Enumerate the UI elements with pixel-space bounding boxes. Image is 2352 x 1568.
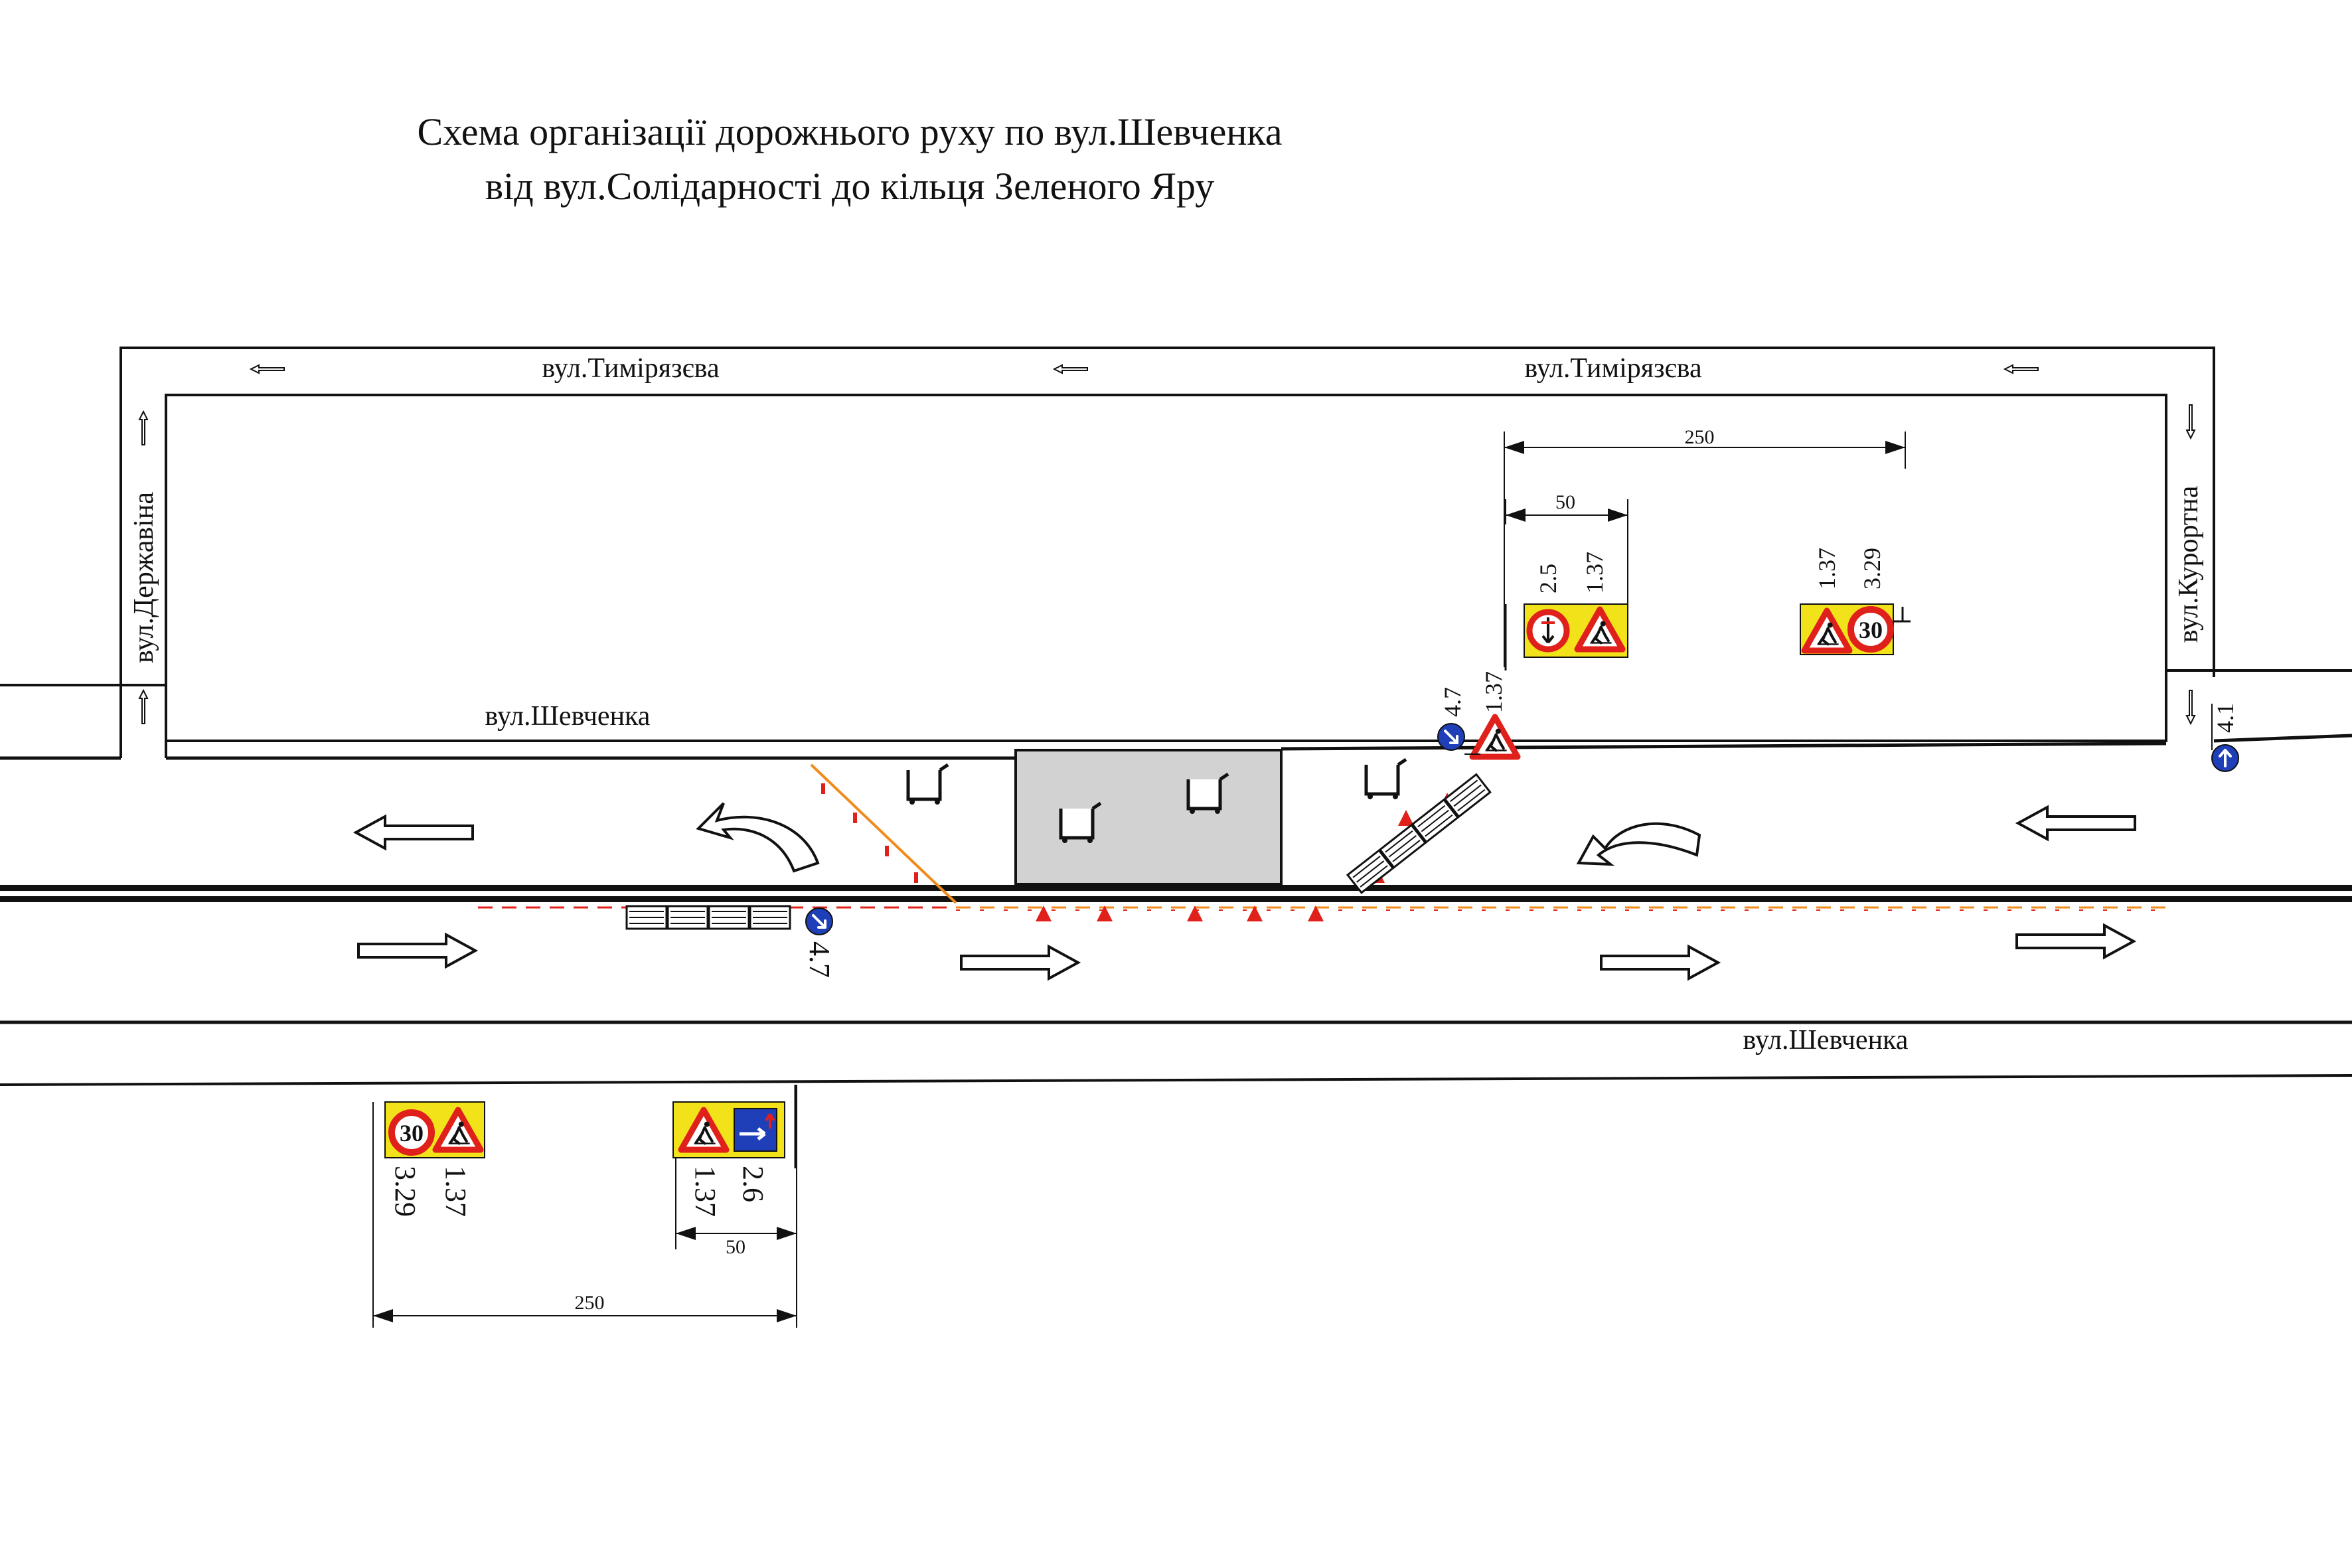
street-label-shevchenka-upper: вул.Шевченка <box>485 701 651 732</box>
sign-code-3-29-b: 3.29 <box>389 1166 422 1217</box>
curved-arrow-right-lane <box>1576 822 1701 866</box>
sign-kurortna: 4.1 <box>2211 703 2240 773</box>
sign-group-top-1: 2.5 1.37 <box>1504 552 1628 670</box>
sign-code-1-37-a: 1.37 <box>1581 552 1608 593</box>
street-label-derzhavina: вул.Державіна <box>129 492 159 663</box>
sign-median: 4.7 <box>803 907 836 978</box>
sign-code-3-29-a: 3.29 <box>1859 548 1885 589</box>
street-label-shevchenka-lower: вул.Шевченка <box>1743 1025 1909 1056</box>
sign-group-top-2: 30 1.37 3.29 <box>1800 548 1911 655</box>
dimension-top: 250 50 <box>1504 426 1906 667</box>
dimension-top-250: 250 <box>1685 426 1715 448</box>
tymiriazeva-direction-arrows <box>139 364 2195 724</box>
sign-code-1-37-c: 1.37 <box>439 1166 472 1217</box>
sign-code-1-37-d: 1.37 <box>689 1166 722 1217</box>
dimension-top-50: 50 <box>1555 491 1575 513</box>
road-median <box>0 885 2352 911</box>
sign-code-2-6: 2.6 <box>737 1166 769 1202</box>
sign-group-bottom-1: 30 3.29 1.37 <box>384 1101 485 1217</box>
title-line-1: Схема організації дорожнього руху по вул… <box>418 110 1283 153</box>
sign-code-1-37-b: 1.37 <box>1814 548 1840 589</box>
dimension-bottom-250: 250 <box>575 1292 605 1314</box>
lower-road-edges <box>0 1020 2352 1168</box>
dimension-bottom-50: 50 <box>726 1236 745 1258</box>
dimension-bottom: 50 250 <box>372 1085 797 1328</box>
title-line-2: від вул.Солідарності до кільця Зеленого … <box>485 165 1214 208</box>
speed-limit-top: 30 <box>1859 617 1883 643</box>
curved-arrow-left-lane <box>696 802 820 873</box>
sign-code-4-1: 4.1 <box>2212 703 2238 733</box>
street-label-kurortna: вул.Курортна <box>2173 485 2204 643</box>
left-barrier-line <box>810 763 957 904</box>
sign-code-4-7-mid: 4.7 <box>1439 687 1466 717</box>
sign-group-bottom-2: 1.37 2.6 <box>672 1101 785 1217</box>
sign-code-1-37-mid: 1.37 <box>1480 671 1507 713</box>
street-label-timiryazeva-right: вул.Тимірязєва <box>1524 353 1702 384</box>
traffic-arrows <box>354 802 2136 980</box>
sign-code-2-5: 2.5 <box>1535 564 1561 593</box>
work-zone <box>1014 749 1283 886</box>
sign-group-mid: 4.7 1.37 <box>1437 671 1518 757</box>
street-label-timiryazeva-left: вул.Тимірязєва <box>542 353 720 384</box>
sign-code-4-7-median: 4.7 <box>803 941 836 978</box>
median-barrier <box>625 905 791 930</box>
speed-limit-bottom: 30 <box>400 1120 424 1146</box>
block-outline <box>0 347 2352 760</box>
